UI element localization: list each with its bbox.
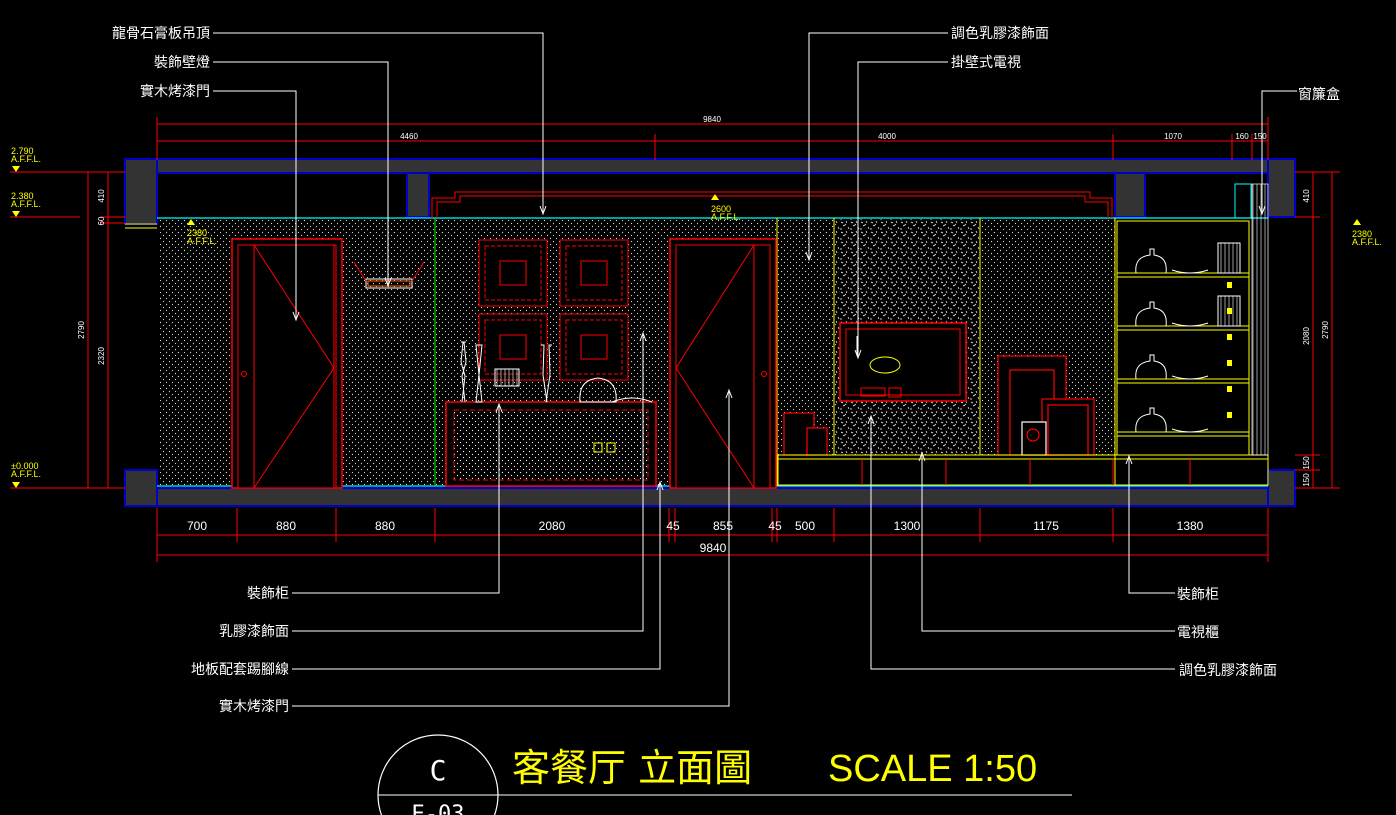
decorative-cabinet [445,341,657,487]
dim-top-4000: 4000 [878,132,896,141]
level-markers [12,166,1361,488]
label-curtain-box: 窗簾盒 [1298,86,1340,103]
label-door-bottom: 實木烤漆門 [219,698,289,715]
dim-bottom-880a: 880 [276,519,296,533]
level-2380-afl: A.F.F.L. [11,199,41,209]
dim-bottom-1300: 1300 [894,519,921,533]
dimension-lines [10,117,1340,562]
tv-wall [839,322,967,402]
side-items [783,355,1095,456]
dim-right-150b: 150 [1302,473,1311,487]
dim-right-2790: 2790 [1321,321,1330,339]
label-tv-cabinet: 電視櫃 [1177,625,1219,641]
dim-bottom-880b: 880 [375,519,395,533]
title-block: C E-03 客餐厅 立面圖 SCALE 1:50 [377,734,1072,815]
level-right-2380-afl: A.F.F.L. [1352,237,1382,247]
left-door [231,238,343,489]
label-skirting: 地板配套踢腳線 [191,662,289,678]
dim-top-160: 160 [1235,132,1249,141]
dim-top-150: 150 [1253,132,1267,141]
dim-bottom-500: 500 [795,519,815,533]
dim-bottom-2080: 2080 [539,519,566,533]
dim-right-2080: 2080 [1302,327,1311,345]
display-shelf [1116,183,1269,456]
label-latex-paint: 乳膠漆飾面 [219,624,289,640]
dim-left-60: 60 [97,216,106,225]
title-sheet-number: E-03 [412,802,465,815]
dim-bottom-45b: 45 [768,519,782,533]
wall-lamp [353,261,425,289]
dim-bottom-1380: 1380 [1177,519,1204,533]
drawing-title: 客餐厅 立面圖 [512,746,752,790]
dim-bottom-700: 700 [187,519,207,533]
dim-right-150a: 150 [1302,456,1311,470]
dim-top-total: 9840 [703,115,721,124]
level-right-2380: 2380 [1352,229,1372,239]
label-cabinet-right: 裝飾柜 [1177,587,1219,603]
wall-section [124,158,1296,507]
label-door-top: 實木烤漆門 [140,83,210,100]
dim-bottom-total: 9840 [700,541,727,555]
label-tinted-paint-top: 調色乳膠漆飾面 [951,25,1049,42]
dim-left-2320: 2320 [97,347,106,365]
leader-lines [213,32,1297,707]
dim-bottom-45a: 45 [666,519,680,533]
level-2790-afl: A.F.F.L. [11,154,41,164]
label-wall-tv: 掛壁式電視 [951,55,1021,71]
dim-left-410: 410 [97,189,106,203]
level-in-2380-afl: A.F.F.L. [187,236,217,246]
drawing-scale: SCALE 1:50 [828,748,1037,790]
level-0: ±0.000 [11,461,38,471]
tv-cabinet [777,454,1269,486]
level-in-2380: 2380 [187,228,207,238]
title-circle-letter: C [430,754,447,787]
label-cabinet-left: 裝飾柜 [247,586,289,602]
label-wall-lamp: 裝飾壁燈 [154,55,210,71]
dim-right-410: 410 [1302,189,1311,203]
dim-left-2790: 2790 [77,321,86,339]
level-2380: 2.380 [11,191,34,201]
label-tinted-paint-bottom: 調色乳膠漆飾面 [1179,662,1277,679]
dim-bottom-1175: 1175 [1033,519,1059,533]
decorative-frames [478,239,629,381]
label-ceiling: 龍骨石膏板吊頂 [112,25,210,42]
dim-top-4460: 4460 [400,132,418,141]
level-in-2600-afl: A.F.F.L. [711,212,741,222]
dim-top-1070: 1070 [1164,132,1182,141]
level-0-afl: A.F.F.L. [11,469,41,479]
dim-bottom-855: 855 [713,519,733,533]
level-in-2600: 2600 [711,204,731,214]
right-door [669,238,777,489]
level-2790: 2.790 [11,146,34,156]
